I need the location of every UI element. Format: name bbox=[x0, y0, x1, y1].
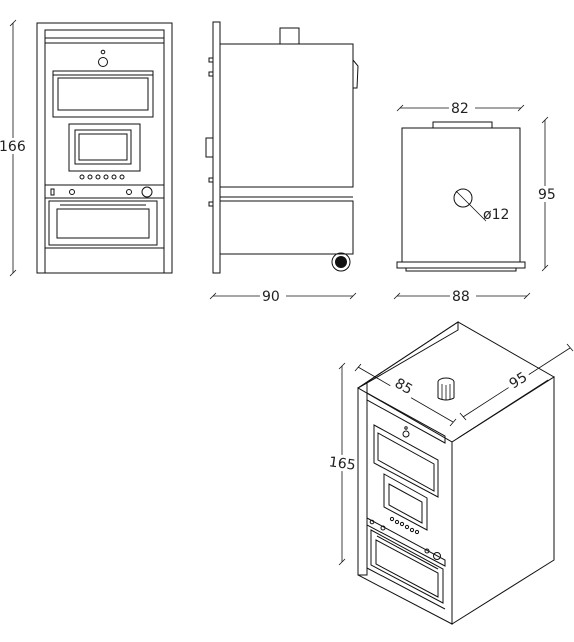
top-width-label: 82 bbox=[451, 101, 469, 117]
front-height-label: 166 bbox=[0, 139, 26, 155]
side-body bbox=[219, 43, 354, 188]
side-depth-label: 90 bbox=[262, 289, 280, 305]
front-control-knobs bbox=[79, 174, 125, 180]
top-depth-label: 95 bbox=[538, 187, 556, 203]
flue-hole bbox=[453, 188, 473, 208]
front-view: 166 bbox=[0, 19, 173, 277]
front-inner-frame bbox=[44, 29, 165, 274]
thermometer-dial bbox=[141, 186, 153, 198]
top-knob bbox=[98, 57, 108, 67]
iso-firebox-door bbox=[383, 473, 428, 531]
iso-width-label: 85 bbox=[392, 375, 415, 398]
iso-height-label: 165 bbox=[328, 454, 357, 474]
side-wheel bbox=[331, 252, 351, 272]
side-flue bbox=[279, 27, 300, 45]
upper-oven-door bbox=[52, 70, 154, 118]
flue-diameter-label: ø12 bbox=[483, 207, 509, 223]
top-bottom-width-label: 88 bbox=[452, 289, 470, 305]
top-view: ø12 82 95 88 bbox=[393, 100, 566, 305]
iso-flue bbox=[437, 377, 455, 401]
side-view: 90 bbox=[205, 21, 359, 305]
top-outline bbox=[401, 127, 521, 263]
lower-oven-door bbox=[48, 200, 158, 246]
top-rear-rail bbox=[432, 121, 493, 129]
iso-lower-oven-door bbox=[370, 529, 444, 604]
iso-upper-oven-door bbox=[373, 424, 439, 498]
side-handle bbox=[352, 58, 359, 89]
firebox-door bbox=[68, 123, 141, 172]
isometric-view: 85 95 165 bbox=[327, 321, 574, 625]
iso-control-knobs bbox=[389, 516, 420, 535]
side-front-plate bbox=[212, 21, 221, 274]
